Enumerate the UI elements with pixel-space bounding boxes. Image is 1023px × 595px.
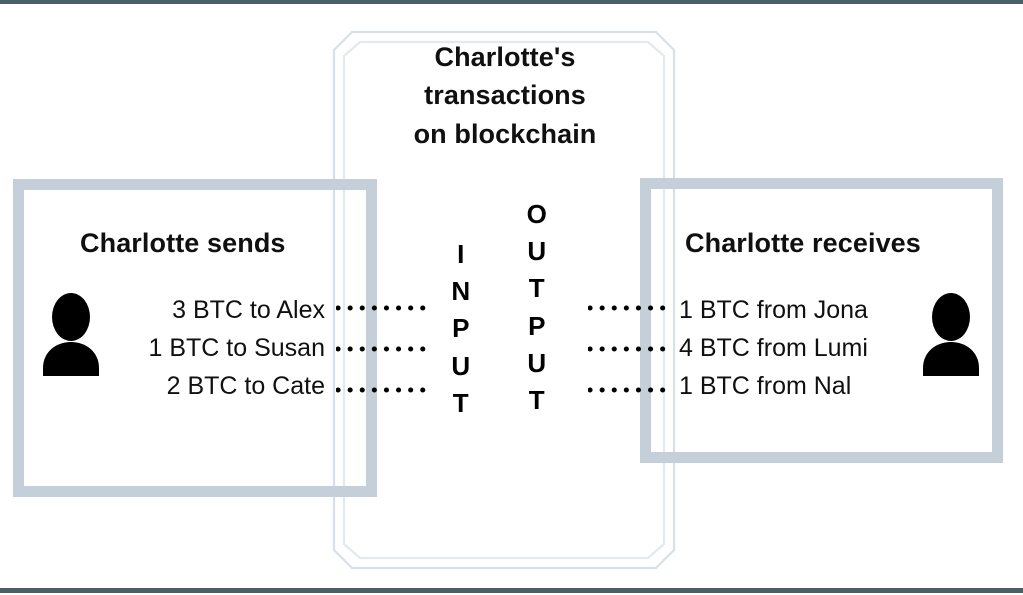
charlotte-receives-title: Charlotte receives [685, 228, 921, 258]
sends-transaction-list: 3 BTC to Alex 1 BTC to Susan 2 BTC to Ca… [95, 291, 325, 405]
input-label: I N P U T [440, 236, 482, 422]
person-icon [40, 292, 102, 376]
connector-sends-1 [336, 305, 432, 311]
connector-receives-1 [588, 305, 668, 311]
blockchain-title-line-1: Charlotte's [434, 42, 576, 72]
blockchain-title-line-3: on blockchain [413, 118, 597, 149]
blockchain-inner-outline [342, 40, 666, 560]
bottom-rule [0, 588, 1023, 593]
output-letter-3: T [528, 273, 546, 304]
charlotte-receives-panel [640, 178, 1003, 463]
list-item: 1 BTC to Susan [148, 334, 325, 362]
connector-sends-3 [336, 387, 432, 393]
charlotte-sends-panel [13, 179, 377, 497]
output-letter-1: O [526, 199, 548, 229]
output-letter-5: U [527, 347, 547, 378]
connector-sends-2 [336, 346, 432, 352]
person-icon [920, 292, 982, 376]
list-item: 4 BTC from Lumi [679, 334, 868, 362]
input-letter-2: N [451, 276, 471, 307]
blockchain-box [328, 26, 680, 574]
blockchain-outer-outline [332, 30, 676, 570]
blockchain-title-line-2: transactions [424, 80, 586, 111]
list-item: 1 BTC from Jona [679, 296, 868, 324]
blockchain-title: Charlotte's transactions on blockchain [345, 38, 665, 153]
connector-receives-3 [588, 387, 668, 393]
input-letter-4: U [451, 350, 471, 381]
connector-receives-2 [588, 346, 668, 352]
output-letter-4: P [528, 310, 546, 341]
charlotte-sends-title: Charlotte sends [80, 228, 286, 258]
top-rule [0, 0, 1023, 4]
list-item: 3 BTC to Alex [172, 296, 325, 324]
output-label: O U T P U T [516, 196, 558, 419]
list-item: 1 BTC from Nal [679, 372, 852, 400]
receives-transaction-list: 1 BTC from Jona 4 BTC from Lumi 1 BTC fr… [679, 291, 919, 405]
output-letter-6: T [528, 384, 546, 415]
input-letter-5: T [452, 387, 470, 418]
input-letter-3: P [452, 313, 470, 344]
output-letter-2: U [527, 236, 547, 267]
list-item: 2 BTC to Cate [166, 372, 325, 400]
input-letter-1: I [457, 239, 465, 269]
